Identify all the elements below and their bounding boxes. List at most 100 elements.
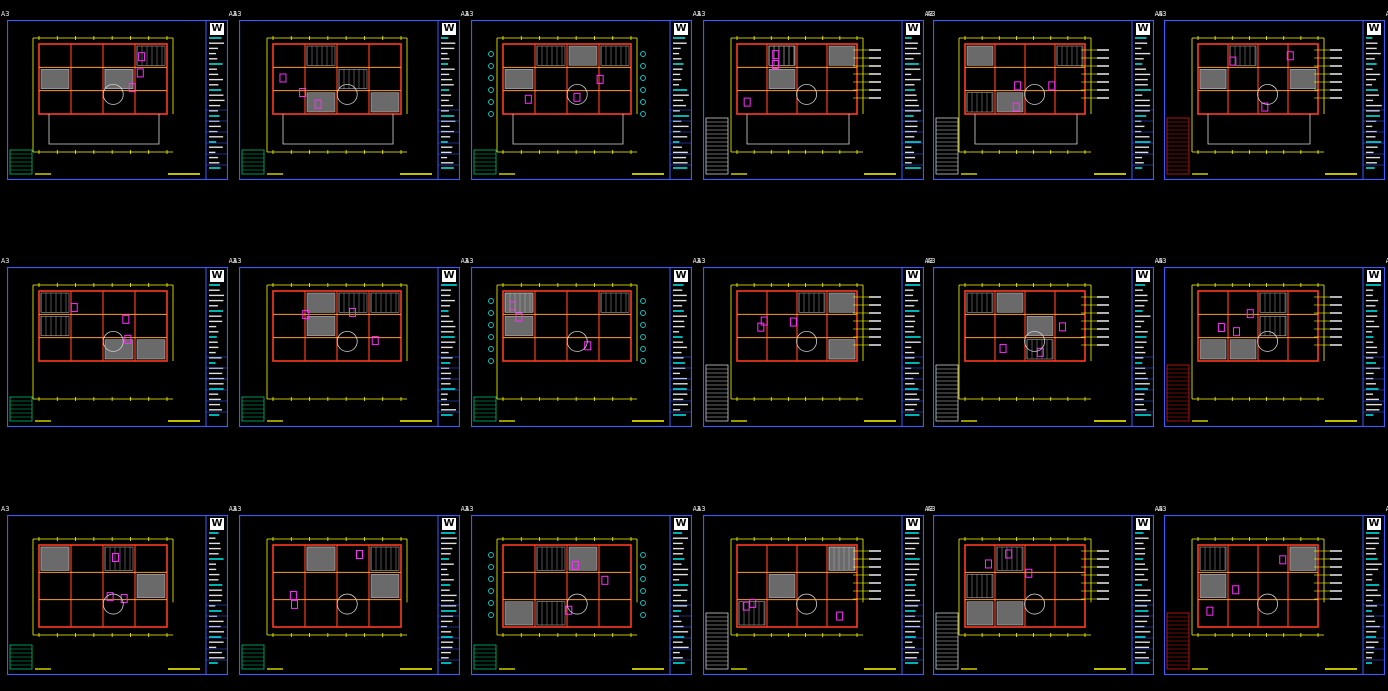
sheet-frame bbox=[1164, 20, 1385, 180]
hatched-room bbox=[104, 546, 134, 571]
sheet-size-label: A3 bbox=[924, 10, 933, 18]
hatched-room bbox=[370, 92, 400, 113]
sheet-size-label: A3 bbox=[465, 257, 474, 265]
sheet-size-label: A3 bbox=[233, 10, 242, 18]
sheet-size-label: A3 bbox=[228, 505, 237, 513]
sheet-size-label: A3 bbox=[692, 10, 701, 18]
sheet-frame bbox=[933, 515, 1154, 675]
fixture bbox=[573, 92, 581, 102]
fixture bbox=[302, 310, 310, 320]
company-logo-icon: W bbox=[906, 270, 920, 282]
sheet-drawing bbox=[239, 20, 460, 180]
terrace-outline bbox=[746, 114, 850, 145]
fixture bbox=[596, 74, 604, 84]
hatched-room bbox=[798, 292, 826, 313]
company-logo-icon: W bbox=[1367, 518, 1381, 530]
round-room bbox=[336, 331, 358, 352]
hatched-room bbox=[996, 601, 1024, 626]
hatched-room bbox=[136, 45, 166, 66]
terrace-outline bbox=[282, 114, 394, 145]
hatched-room bbox=[1199, 69, 1227, 89]
hatched-room bbox=[1229, 45, 1257, 66]
sheet-drawing bbox=[239, 267, 460, 427]
round-room bbox=[566, 331, 588, 352]
hatched-room bbox=[828, 339, 856, 360]
hatched-room bbox=[828, 546, 856, 571]
hatched-room bbox=[600, 45, 630, 66]
hatched-room bbox=[996, 292, 1024, 313]
fixture bbox=[1232, 585, 1240, 595]
fixture bbox=[299, 87, 307, 97]
fixture bbox=[1048, 81, 1056, 91]
hatched-room bbox=[996, 92, 1024, 113]
hatched-room bbox=[568, 45, 598, 66]
fixture bbox=[565, 605, 573, 615]
fixture bbox=[1012, 102, 1020, 112]
sheet-size-label: A3 bbox=[233, 257, 242, 265]
hatched-room bbox=[1056, 45, 1084, 66]
sheet-frame bbox=[1164, 267, 1385, 427]
hatched-room bbox=[966, 45, 994, 66]
sheet-size-label: A3 bbox=[1385, 505, 1388, 513]
company-logo-icon: W bbox=[442, 270, 456, 282]
company-logo-icon: W bbox=[442, 518, 456, 530]
fixture bbox=[789, 317, 797, 327]
terrace-outline bbox=[512, 114, 624, 145]
fixture bbox=[772, 50, 780, 60]
hatched-room bbox=[504, 316, 534, 336]
sheet-size-label: A3 bbox=[1, 10, 10, 18]
hatched-room bbox=[768, 574, 796, 598]
company-logo-icon: W bbox=[1367, 23, 1381, 35]
sheet-size-label: A3 bbox=[697, 10, 706, 18]
company-logo-icon: W bbox=[210, 270, 224, 282]
hatched-room bbox=[966, 92, 994, 113]
sheet-frame bbox=[471, 267, 692, 427]
company-logo-icon: W bbox=[1367, 270, 1381, 282]
sheet-frame bbox=[933, 20, 1154, 180]
fixture bbox=[291, 599, 299, 609]
fixture bbox=[984, 559, 992, 569]
fixture bbox=[584, 341, 592, 351]
fixture bbox=[749, 598, 757, 608]
company-logo-icon: W bbox=[1136, 518, 1150, 530]
sheet-size-label: A3 bbox=[924, 505, 933, 513]
hatched-room bbox=[136, 574, 166, 598]
fixture bbox=[760, 316, 768, 326]
hatched-room bbox=[306, 316, 336, 336]
sheet-frame bbox=[1164, 515, 1385, 675]
round-room bbox=[1024, 593, 1045, 615]
sheet-size-label: A3 bbox=[1158, 10, 1167, 18]
hatched-room bbox=[828, 45, 856, 66]
hatched-room bbox=[504, 69, 534, 89]
hatched-room bbox=[306, 546, 336, 571]
hatched-room bbox=[1199, 546, 1227, 571]
fixture bbox=[1286, 51, 1294, 61]
sheet-size-label: A3 bbox=[465, 10, 474, 18]
hatched-room bbox=[1199, 339, 1227, 360]
company-logo-icon: W bbox=[1136, 270, 1150, 282]
hatched-room bbox=[136, 339, 166, 360]
company-logo-icon: W bbox=[906, 518, 920, 530]
fixture bbox=[1005, 549, 1013, 559]
fixture bbox=[136, 68, 144, 78]
fixture bbox=[1206, 606, 1214, 616]
